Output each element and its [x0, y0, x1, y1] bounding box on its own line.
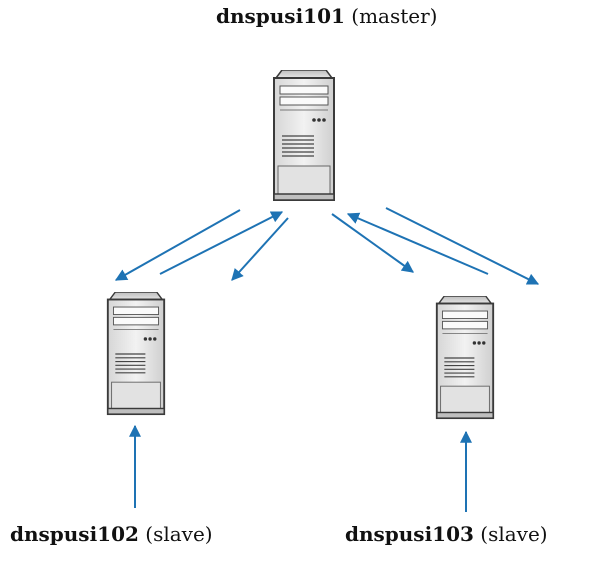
arrow-master-to-slave1-inner [231, 217, 289, 281]
arrow-master-to-slave2-outer [385, 207, 540, 285]
master-role: (master) [351, 4, 438, 28]
server-slave2-icon [435, 296, 495, 420]
arrow-master-to-slave1-outer [114, 209, 241, 281]
server-master-icon [273, 70, 335, 201]
arrows-master-slave2 [331, 207, 540, 285]
slave2-label: dnspusi103 (slave) [345, 524, 548, 544]
slave2-role: (slave) [480, 522, 548, 546]
arrow-slave2-to-master [346, 212, 489, 275]
server-slave1-icon [106, 292, 166, 416]
slave1-role: (slave) [145, 522, 213, 546]
arrows-clients [129, 424, 472, 512]
master-name: dnspusi101 [216, 4, 345, 28]
arrow-master-to-slave2-inner [331, 213, 414, 273]
arrows-master-slave1 [114, 209, 289, 281]
slave1-label: dnspusi102 (slave) [10, 524, 213, 544]
master-label: dnspusi101 (master) [216, 6, 437, 26]
slave2-name: dnspusi103 [345, 522, 474, 546]
arrow-slave1-to-master [159, 211, 284, 275]
slave1-name: dnspusi102 [10, 522, 139, 546]
